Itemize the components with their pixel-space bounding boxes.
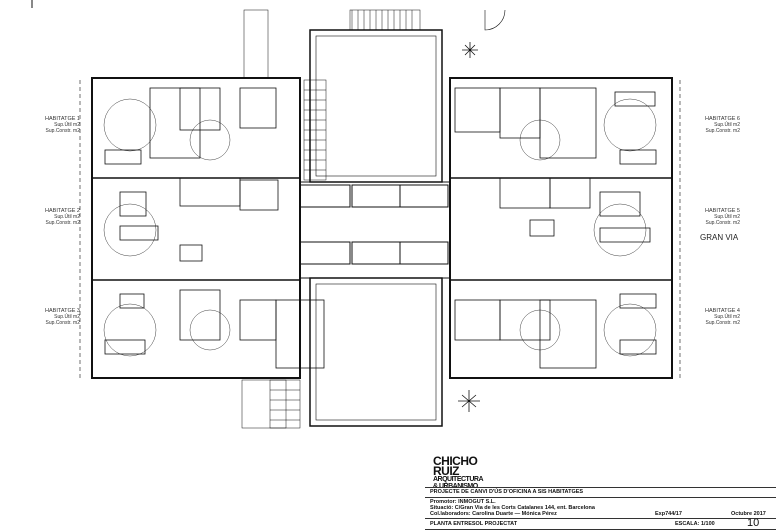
unit-area-built: Sup.Constr. m2 (705, 220, 740, 226)
unit-area-useful: Sup.Útil m2 (714, 214, 740, 220)
logo-line: & URBANISMO (433, 483, 478, 490)
collaboradors: Col.laboradors: Carolina Duarte — Mónica… (430, 511, 557, 517)
plant-icon (458, 42, 480, 412)
unit-name: HABITATGE 5 (705, 208, 740, 214)
title-block: CHICHO RUIZ ARQUITECTURA & URBANISMO PRO… (425, 450, 776, 531)
logo-line: CHICHO (433, 454, 478, 468)
unit-name: HABITATGE 2 (45, 208, 80, 214)
unit-area-built: Sup.Constr. m2 (45, 220, 80, 226)
date: Octubre 2017 (731, 511, 766, 517)
logo-line: ARQUITECTURA (433, 476, 484, 483)
sheet-number: 10 (747, 517, 760, 529)
unit-name: HABITATGE 3 (45, 308, 80, 314)
courtyard-south (309, 277, 443, 427)
left-wing (91, 77, 301, 379)
expedient: Exp744/17 (655, 511, 682, 517)
unit-label-1: HABITATGE 1 Sup.Útil m2 Sup.Constr. m2 (36, 116, 80, 134)
unit-label-2: HABITATGE 2 Sup.Útil m2 Sup.Constr. m2 (36, 208, 80, 226)
promotor: Promotor: INMOGUT S.L. (430, 499, 496, 505)
unit-area-useful: Sup.Útil m2 (714, 122, 740, 128)
unit-label-5: HABITATGE 5 Sup.Útil m2 Sup.Constr. m2 (696, 208, 740, 226)
courtyard-north (309, 29, 443, 183)
drawing-title: PLANTA ENTRESOL PROJECTAT (430, 521, 518, 527)
floor-plan (31, 0, 681, 429)
unit-area-useful: Sup.Útil m2 (54, 122, 80, 128)
unit-area-built: Sup.Constr. m2 (705, 128, 740, 134)
unit-area-useful: Sup.Útil m2 (54, 214, 80, 220)
unit-name: HABITATGE 1 (45, 116, 80, 122)
unit-name: HABITATGE 6 (705, 116, 740, 122)
unit-area-useful: Sup.Útil m2 (54, 314, 80, 320)
unit-area-built: Sup.Constr. m2 (45, 128, 80, 134)
logo: CHICHO RUIZ ARQUITECTURA & URBANISMO (433, 454, 484, 490)
unit-label-6: HABITATGE 6 Sup.Útil m2 Sup.Constr. m2 (696, 116, 740, 134)
logo-line: RUIZ (433, 464, 460, 478)
project-title: PROJECTE DE CANVI D'ÚS D'OFICINA A SIS H… (430, 489, 584, 495)
unit-area-useful: Sup.Útil m2 (714, 314, 740, 320)
unit-label-4: HABITATGE 4 Sup.Útil m2 Sup.Constr. m2 (696, 308, 740, 326)
unit-area-built: Sup.Constr. m2 (705, 320, 740, 326)
scale: ESCALA: 1/100 (675, 521, 715, 527)
unit-name: HABITATGE 4 (705, 308, 740, 314)
unit-area-built: Sup.Constr. m2 (45, 320, 80, 326)
unit-label-3: HABITATGE 3 Sup.Útil m2 Sup.Constr. m2 (36, 308, 80, 326)
street-label: GRAN VIA (700, 233, 739, 242)
situacio: Situació: C/Gran Via de les Corts Catala… (430, 505, 595, 511)
